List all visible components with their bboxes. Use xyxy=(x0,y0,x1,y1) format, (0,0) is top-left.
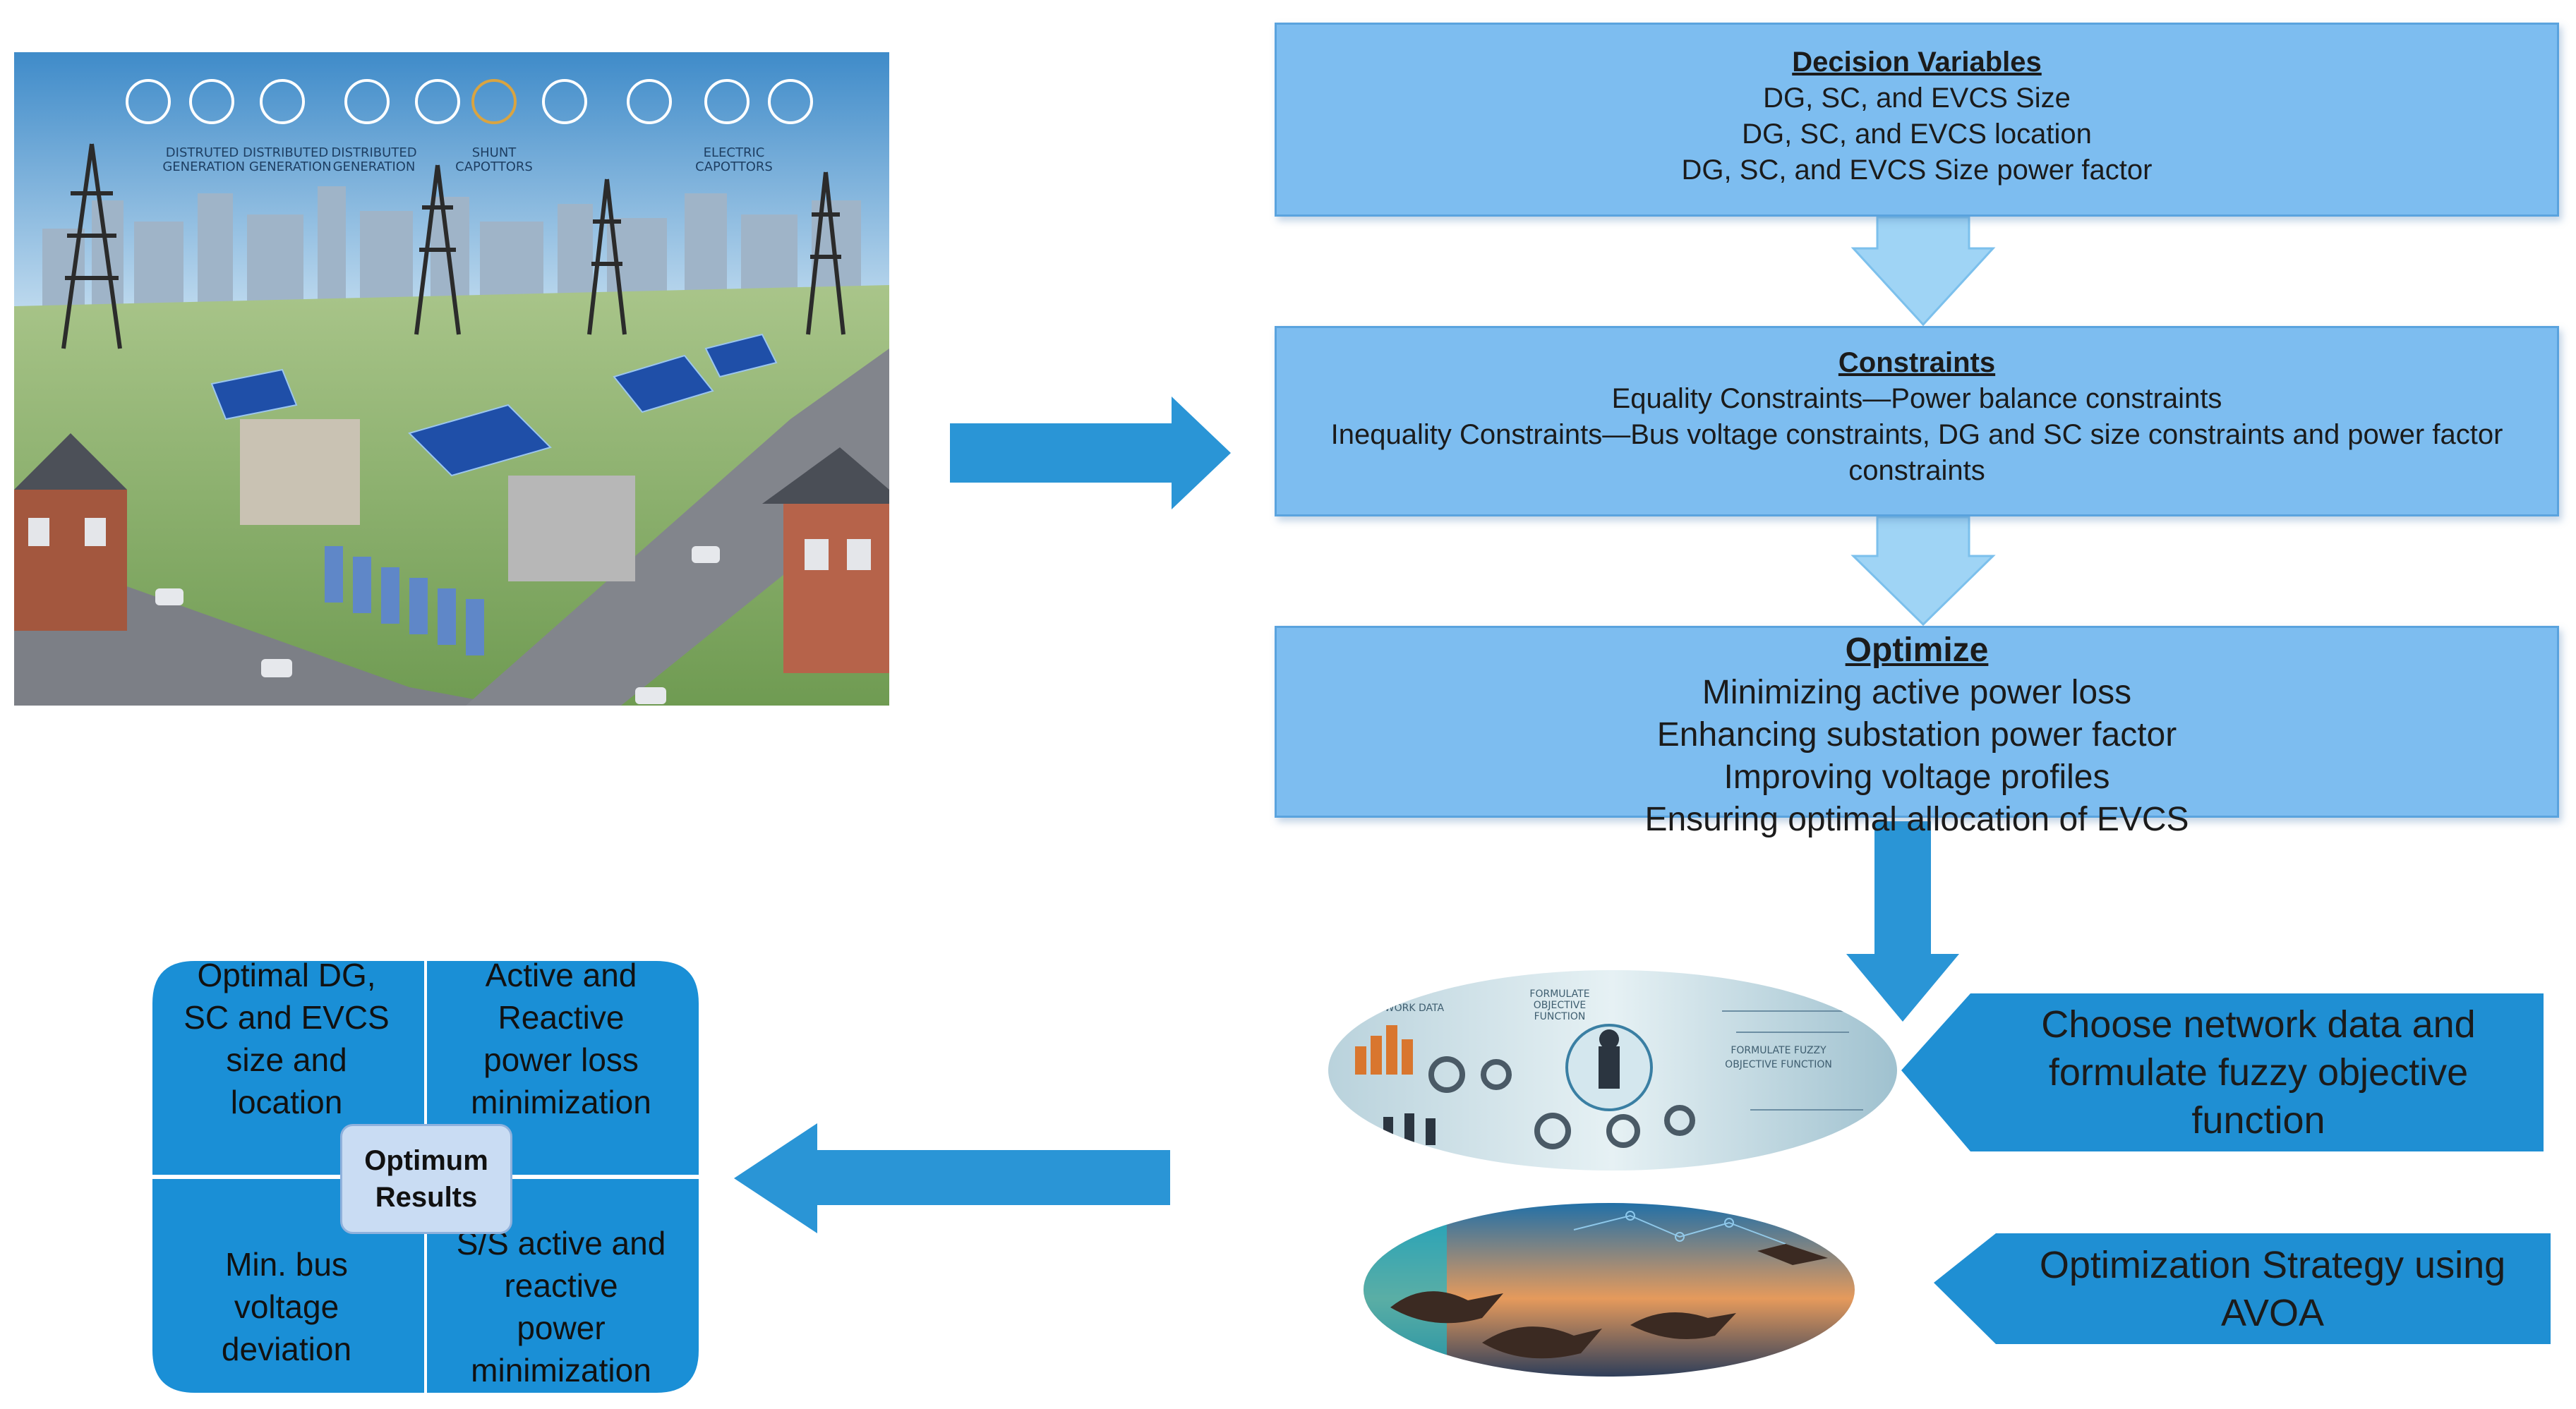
avoa-callout-line: Optimization Strategy using xyxy=(2039,1243,2506,1286)
result-line: Active and xyxy=(485,957,637,993)
optimize-line: Ensuring optimal allocation of EVCS xyxy=(1644,801,2189,838)
constraints-line: constraints xyxy=(1848,455,1985,486)
down-arrow-icon xyxy=(1846,821,1959,1022)
illustration-label: GENERATION GENERATION xyxy=(162,159,331,174)
avoa-vultures-image xyxy=(1362,1202,1856,1378)
decision-line: DG, SC, and EVCS Size power factor xyxy=(1681,155,2153,186)
optimize-title: Optimize xyxy=(1845,631,1989,669)
optimum-results-badge: Optimum Results xyxy=(340,1124,512,1234)
fuzzy-image-label: OBJECTIVE FUNCTION xyxy=(1725,1059,1832,1070)
result-power-loss-minimization: Active and Reactive power loss minimizat… xyxy=(434,954,688,1123)
decision-line: DG, SC, and EVCS location xyxy=(1742,119,2092,150)
badge-line: Results xyxy=(375,1182,478,1213)
decision-variables-title: Decision Variables xyxy=(1792,47,2042,78)
optimize-box: Optimize Minimizing active power loss En… xyxy=(1275,626,2559,838)
left-arrow-icon xyxy=(734,1123,1170,1233)
illustration-label: DISTRUTED DISTRIBUTED xyxy=(166,145,328,160)
constraints-line: Inequality Constraints—Bus voltage const… xyxy=(1330,419,2503,450)
decision-variables-box: Decision Variables DG, SC, and EVCS Size… xyxy=(1275,23,2559,217)
result-line: Min. bus xyxy=(225,1246,348,1283)
constraints-title: Constraints xyxy=(1838,347,1996,378)
illustration-label: DISTRIBUTED xyxy=(331,145,416,160)
illustration-label: GENERATION xyxy=(333,159,416,174)
fuzzy-image-label: OBJECTIVE xyxy=(1534,1000,1586,1011)
down-arrow-icon xyxy=(1850,216,1996,327)
optimize-line: Minimizing active power loss xyxy=(1702,674,2132,711)
result-line: size and xyxy=(226,1041,347,1078)
optimize-line: Improving voltage profiles xyxy=(1723,758,2110,796)
result-line: Optimal DG, xyxy=(197,957,376,993)
result-line: SC and EVCS xyxy=(183,999,390,1036)
result-line: Reactive xyxy=(498,999,625,1036)
result-optimal-dg-sc-evcs: Optimal DG, SC and EVCS size and locatio… xyxy=(160,954,414,1123)
result-line: location xyxy=(230,1084,343,1120)
avoa-callout: Optimization Strategy using AVOA xyxy=(1997,1233,2548,1344)
fuzzy-callout-line: function xyxy=(2191,1099,2325,1142)
result-substation-power-minimization: S/S active and reactive power minimizati… xyxy=(434,1222,688,1391)
result-line: power xyxy=(517,1310,606,1346)
fuzzy-image-label: NETWORK DATA xyxy=(1365,1003,1445,1014)
avoa-callout-shape xyxy=(1934,1233,2551,1344)
optimize-line: Enhancing substation power factor xyxy=(1656,716,2177,754)
decision-line: DG, SC, and EVCS Size xyxy=(1763,83,2071,114)
badge-line: Optimum xyxy=(364,1145,488,1176)
fuzzy-image-label: FORMULATE FUZZY xyxy=(1731,1045,1826,1056)
fuzzy-image-label: FUNCTION xyxy=(1534,1011,1586,1022)
fuzzy-callout-shape xyxy=(1901,993,2544,1151)
fuzzy-image-label: FORMULATE xyxy=(1529,988,1589,1000)
result-line: power loss xyxy=(483,1041,639,1078)
result-line: voltage xyxy=(234,1288,339,1325)
constraints-box: Constraints Equality Constraints—Power b… xyxy=(1275,326,2559,516)
down-arrow-icon xyxy=(1850,516,1996,627)
result-line: deviation xyxy=(221,1331,352,1367)
right-arrow-icon xyxy=(950,397,1231,509)
avoa-callout-line: AVOA xyxy=(2220,1291,2325,1334)
illustration-label: ELECTRIC xyxy=(704,145,765,160)
illustration-label: CAPOTTORS xyxy=(695,159,773,174)
fuzzy-callout-line: Choose network data and xyxy=(2041,1003,2476,1046)
fuzzy-objective-image: FORMULATE OBJECTIVE FUNCTION FORMULATE F… xyxy=(1327,969,1898,1172)
fuzzy-callout: Choose network data and formulate fuzzy … xyxy=(1976,993,2541,1151)
result-line: minimization xyxy=(471,1084,651,1120)
result-line: minimization xyxy=(471,1352,651,1389)
illustration-label: CAPOTTORS xyxy=(455,159,533,174)
smart-grid-illustration: DISTRUTED DISTRIBUTED GENERATION GENERAT… xyxy=(14,52,889,706)
illustration-label: SHUNT xyxy=(472,145,517,160)
constraints-line: Equality Constraints—Power balance const… xyxy=(1611,383,2222,414)
fuzzy-callout-line: formulate fuzzy objective xyxy=(2048,1051,2469,1094)
result-voltage-deviation: Min. bus voltage deviation xyxy=(160,1243,414,1370)
result-line: reactive xyxy=(504,1267,618,1304)
